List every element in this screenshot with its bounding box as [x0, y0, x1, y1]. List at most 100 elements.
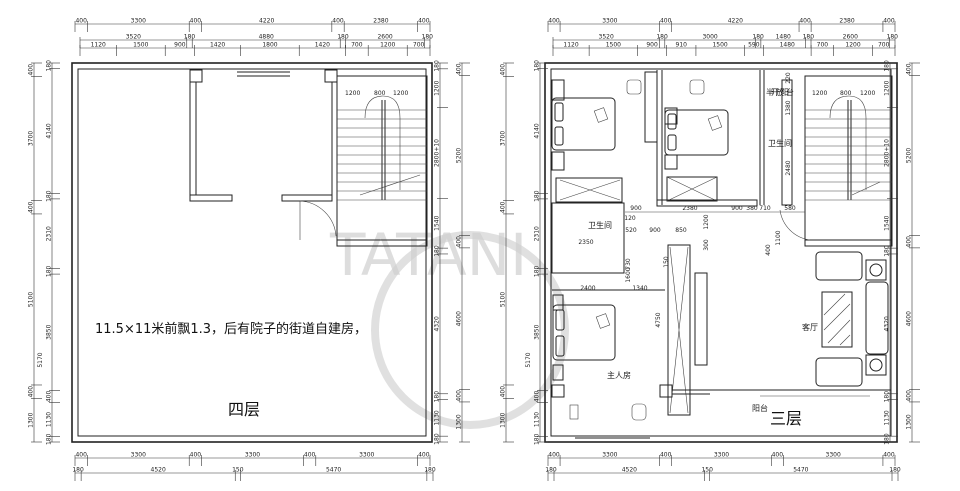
dimension-label: 400 — [190, 18, 202, 25]
inner-dimension-label: 520 — [625, 227, 637, 234]
dimension-label: 400 — [660, 18, 672, 25]
dimension-label: 180 — [884, 245, 891, 257]
dimension-label: 400 — [332, 18, 344, 25]
inner-dimension-label: 900 — [630, 205, 642, 212]
floor4-inner-wall — [77, 68, 427, 437]
dimension-label: 400 — [883, 452, 895, 459]
dimension-label: 1500 — [133, 42, 148, 49]
dimension-label: 3300 — [602, 18, 617, 25]
dimension-label: 180 — [534, 60, 541, 72]
dimension-label: 5470 — [326, 467, 341, 474]
inner-dimension-label: 4750 — [655, 312, 662, 327]
watermark: TATANI — [329, 221, 569, 429]
dimension-label: 1540 — [434, 215, 441, 230]
inner-dimension-label: 850 — [675, 227, 687, 234]
floor4-outer-wall — [71, 62, 433, 443]
dimension-label: 1540 — [884, 215, 891, 230]
dimension-label: 4220 — [259, 18, 274, 25]
floor4-note: 11.5×11米前飘1.3，后有院子的街道自建房， — [95, 321, 367, 337]
dimension-label: 900 — [174, 42, 186, 49]
floor3-outer-wall — [544, 62, 898, 443]
dimension-label: 1200 — [884, 80, 891, 95]
dimension-label: 2600 — [377, 34, 392, 41]
dimension-label: 3300 — [602, 452, 617, 459]
bedroom-2 — [664, 79, 729, 202]
dimension-label: 3300 — [245, 452, 260, 459]
inner-dimension-label: 900 — [731, 205, 743, 212]
dimension-label: 180 — [46, 265, 53, 277]
room-label-balcony: 阳台 — [752, 403, 768, 413]
dimension-label: 5470 — [793, 467, 808, 474]
dimension-label: 400 — [906, 390, 913, 402]
watermark-text: TATANI — [329, 221, 527, 289]
dimension-label: 180 — [884, 433, 891, 445]
inner-dimension-label: 2350 — [578, 239, 593, 246]
dimension-label: 400 — [660, 452, 672, 459]
inner-dimension-label: 2480 — [785, 160, 792, 175]
dimension-label: 400 — [28, 201, 35, 213]
dimension-label: 4320 — [884, 316, 891, 331]
dimension-label: 2800+10 — [434, 139, 441, 167]
dimension-label: 180 — [656, 34, 668, 41]
dimension-label: 1800 — [262, 42, 277, 49]
dimension-label: 3850 — [534, 324, 541, 339]
dimension-label: 4880 — [259, 34, 274, 41]
stair-dim: 800 — [374, 90, 386, 97]
dimension-label: 4320 — [434, 316, 441, 331]
dimension-label: 180 — [434, 245, 441, 257]
dimension-label: 5100 — [500, 292, 507, 307]
inner-dimension-label: 2400 — [580, 285, 595, 292]
dimension-label: 400 — [500, 386, 507, 398]
dimension-label: 180 — [46, 433, 53, 445]
inner-dimension-label: 1200 — [703, 214, 710, 229]
dimension-label: 3300 — [131, 452, 146, 459]
dimension-label: 1200 — [380, 42, 395, 49]
dimension-label: 180 — [184, 34, 196, 41]
dimension-label: 5170 — [37, 352, 44, 367]
dimension-label: 1130 — [534, 412, 541, 427]
dimension-label: 4600 — [456, 311, 463, 326]
dimension-label: 3700 — [28, 131, 35, 146]
inner-dimension-label: 400 — [765, 244, 772, 256]
floor3-title: 三层 — [770, 409, 802, 428]
dimension-label: 5200 — [906, 148, 913, 163]
dimension-label: 180 — [534, 190, 541, 202]
dimension-label: 4140 — [534, 123, 541, 138]
dimension-label: 180 — [72, 467, 84, 474]
dimension-label: 1500 — [712, 42, 727, 49]
dimension-label: 910 — [676, 42, 688, 49]
dimension-label: 1300 — [28, 412, 35, 427]
dimension-label: 1200 — [434, 80, 441, 95]
dimension-label: 590 — [748, 42, 760, 49]
floor4-plan: 1200 800 1200 11.5×11米前飘1.3，后有院子的街道自建房， … — [71, 62, 433, 443]
dimension-label: 400 — [500, 201, 507, 213]
dimension-label: 3300 — [131, 18, 146, 25]
dimension-label: 400 — [418, 18, 430, 25]
inner-dimension-label: 380 — [746, 205, 758, 212]
dimension-label: 1130 — [434, 410, 441, 425]
stair-dim: 1200 — [860, 90, 875, 97]
dimension-label: 5100 — [28, 292, 35, 307]
dimension-label: 700 — [878, 42, 890, 49]
floor3-stair: 1200 800 1200 — [804, 75, 893, 247]
inner-dimension-label: 580 — [784, 205, 796, 212]
inner-dimension-label: 220 — [785, 72, 792, 84]
dimension-label: 1130 — [46, 412, 53, 427]
stair-dim: 1200 — [812, 90, 827, 97]
dimension-label: 3520 — [126, 34, 141, 41]
dimension-label: 400 — [75, 18, 87, 25]
inner-dimension-label: 150 — [663, 256, 670, 268]
dimension-label: 1480 — [776, 34, 791, 41]
dimension-label: 180 — [887, 34, 899, 41]
room-label-bathroom: 卫生间 — [768, 138, 792, 148]
dimension-label: 1130 — [884, 410, 891, 425]
dimension-label: 4520 — [622, 467, 637, 474]
dimension-label: 3000 — [702, 34, 717, 41]
dimension-label: 1480 — [780, 42, 795, 49]
dimension-label: 700 — [351, 42, 363, 49]
dimension-label: 400 — [906, 236, 913, 248]
dimension-label: 400 — [418, 452, 430, 459]
inner-dimension-label: 300 — [703, 239, 710, 251]
